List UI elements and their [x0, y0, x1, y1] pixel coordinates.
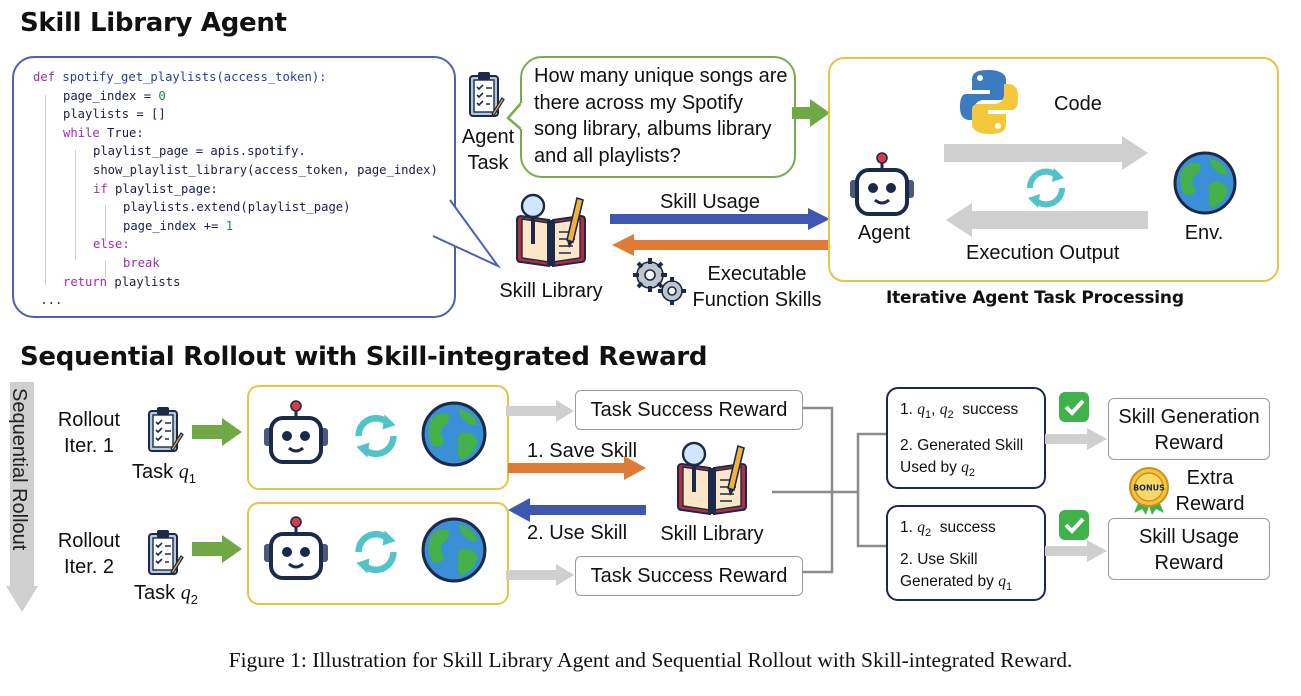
cond2-line3: Generated by q1 [900, 573, 1013, 594]
agent-task-label: Agent Task [461, 126, 515, 174]
clipboard-icon [148, 407, 184, 452]
code-line: else: [93, 237, 130, 252]
robot-icon [264, 516, 328, 580]
save-skill-arrow [508, 456, 646, 480]
code-line: def spotify_get_playlists(access_token): [33, 70, 327, 84]
execution-output-arrow [946, 203, 1148, 237]
task-success-reward-1: Task Success Reward [575, 390, 803, 430]
task2-arrow [192, 535, 242, 563]
agent-label: Agent [857, 222, 911, 244]
code-line: show_playlist_library(access_token, page… [93, 162, 438, 177]
cond2-line2: 2. Use Skill [900, 551, 978, 568]
cond1-line3: Used by q2 [900, 459, 976, 480]
robot-icon [264, 400, 328, 464]
skill-generation-reward: Skill Generation Reward [1108, 398, 1270, 460]
env-label: Env. [1184, 222, 1224, 244]
bonus-text: BONUS [1133, 484, 1165, 493]
code-line: page_index = 0 [63, 88, 166, 103]
connector-lines [772, 406, 886, 574]
save-skill-label: 1. Save Skill [527, 440, 638, 462]
code-block: def spotify_get_playlists(access_token):… [33, 68, 438, 310]
execution-output-label: Execution Output [966, 242, 1120, 264]
reward1-arrow [506, 400, 574, 422]
skill-library-label-bottom: Skill Library [660, 523, 764, 545]
rollout-iter-2-label: Rollout Iter. 2 [57, 530, 121, 578]
cycle-icon [1026, 168, 1066, 208]
earth-icon [421, 517, 487, 583]
code-label: Code [1054, 93, 1102, 115]
cond1-line2: 2. Generated Skill [900, 437, 1024, 454]
iterative-processing-caption: Iterative Agent Task Processing [886, 288, 1184, 308]
book-icon [516, 193, 586, 268]
skill-library-label-top: Skill Library [499, 280, 603, 302]
reward2-arrow [506, 564, 574, 586]
cycle-icon [355, 530, 397, 574]
code-bubble-tail [428, 199, 502, 269]
robot-icon [850, 152, 914, 216]
python-icon [960, 70, 1018, 134]
question-to-agent-arrow [792, 99, 830, 127]
question-text: How many unique songs are there across m… [534, 65, 788, 167]
code-line: ... [33, 293, 63, 308]
use-skill-label: 2. Use Skill [527, 522, 628, 544]
figure-caption: Figure 1: Illustration for Skill Library… [228, 648, 1073, 672]
task-success-reward-2: Task Success Reward [575, 556, 803, 596]
code-line: playlists = [] [63, 107, 166, 122]
code-line: if playlist_page: [93, 181, 218, 196]
code-line: page_index += 1 [123, 218, 234, 233]
code-line: playlists.extend(playlist_page) [123, 200, 351, 215]
skill-usage-reward: Skill Usage Reward [1108, 518, 1270, 580]
bonus-badge-icon: BONUS [1129, 467, 1169, 515]
question-bubble-tail [506, 101, 527, 131]
code-line: while True: [63, 125, 144, 140]
section-title-skill-library-agent: Skill Library Agent [20, 8, 287, 38]
use-skill-arrow [508, 498, 646, 522]
use-reward-arrow [1045, 540, 1107, 562]
question-bubble [520, 56, 796, 178]
code-line: break [123, 255, 160, 270]
checkmark-icon [1059, 510, 1089, 540]
cond2-line1: 1. q2 success [900, 519, 996, 540]
skill-usage-label: Skill Usage [659, 191, 761, 213]
code-line: return playlists [63, 274, 181, 289]
condition-box-generation: 1. q1, q2 success 2. Generated Skill Use… [886, 387, 1046, 489]
sequential-rollout-arrow [6, 382, 38, 612]
executable-function-skills-label: Executable Function Skills [692, 263, 822, 311]
cycle-icon [355, 414, 397, 458]
checkmark-icon [1059, 392, 1089, 422]
clipboard-icon [148, 530, 184, 575]
book-icon [677, 441, 747, 516]
code-line: playlist_page = apis.spotify. [93, 144, 306, 159]
clipboard-icon [469, 72, 505, 117]
condition-box-usage: 1. q2 success 2. Use Skill Generated by … [886, 505, 1046, 601]
earth-icon [421, 401, 487, 467]
task-q1-label: Task q1 [132, 461, 196, 486]
earth-icon [1173, 151, 1237, 215]
task-q2-label: Task q2 [134, 582, 198, 607]
extra-reward-label: Extra Reward [1175, 467, 1245, 515]
cond1-line1: 1. q1, q2 success [900, 401, 1019, 422]
gen-reward-arrow [1045, 428, 1107, 450]
code-bubble [12, 56, 456, 318]
task1-arrow [192, 418, 242, 446]
gears-icon [633, 258, 686, 305]
code-arrow [944, 136, 1148, 170]
skill-usage-arrows [610, 208, 830, 256]
rollout-iter-1-label: Rollout Iter. 1 [57, 409, 121, 457]
sequential-rollout-label: Sequential Rollout [8, 388, 30, 551]
section-title-sequential-rollout: Sequential Rollout with Skill-integrated… [20, 342, 708, 372]
